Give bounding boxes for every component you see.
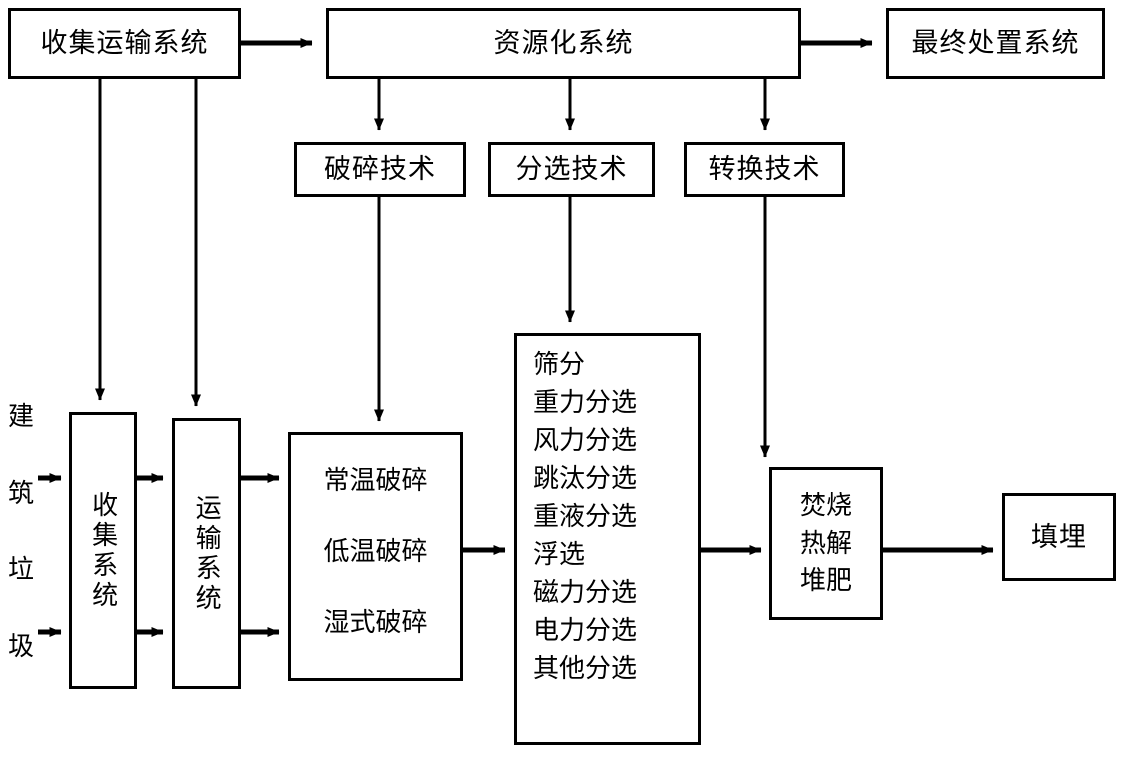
sorting-method-item: 筛分 (533, 350, 586, 379)
node-collection-system[interactable]: 收集系统 (69, 412, 137, 689)
node-sorting-technology-label: 分选技术 (515, 154, 628, 185)
treatment-item: 堆肥 (799, 566, 852, 596)
treatment-item: 热解 (799, 528, 852, 558)
sorting-method-item: 其他分选 (533, 653, 638, 683)
source-label-construction-waste: 建 筑 垃 圾 (6, 404, 36, 660)
node-landfill[interactable]: 填埋 (1002, 493, 1116, 581)
source-label-char-1: 筑 (7, 478, 34, 508)
source-label-char-3: 圾 (7, 631, 34, 661)
sorting-method-item: 跳汰分选 (533, 463, 638, 493)
node-thermal-treatment[interactable]: 焚烧 热解 堆肥 (769, 467, 883, 620)
node-final-disposal-system-label: 最终处置系统 (911, 28, 1080, 59)
sorting-method-item: 电力分选 (533, 615, 638, 645)
node-conversion-technology[interactable]: 转换技术 (684, 142, 845, 197)
node-crushing-methods[interactable]: 常温破碎 低温破碎 湿式破碎 (288, 432, 463, 681)
crushing-method-item: 湿式破碎 (323, 608, 428, 637)
node-transport-system-label: 运输系统 (192, 493, 222, 614)
node-collection-transport-system-label: 收集运输系统 (40, 28, 209, 59)
node-collection-system-label: 收集系统 (88, 490, 118, 611)
node-crushing-technology[interactable]: 破碎技术 (294, 142, 466, 197)
node-landfill-label: 填埋 (1031, 521, 1087, 552)
crushing-method-item: 常温破碎 (323, 466, 428, 495)
thermal-treatment-list: 焚烧 热解 堆肥 (800, 489, 852, 598)
sorting-method-item: 磁力分选 (533, 577, 638, 607)
treatment-item: 焚烧 (799, 490, 852, 520)
node-sorting-technology[interactable]: 分选技术 (488, 142, 655, 197)
sorting-methods-list: 筛分 重力分选 风力分选 跳汰分选 重液分选 浮选 磁力分选 电力分选 其他分选 (517, 346, 637, 688)
sorting-method-item: 重力分选 (533, 387, 638, 417)
node-resource-system-label: 资源化系统 (493, 28, 634, 59)
sorting-method-item: 浮选 (533, 539, 586, 569)
sorting-method-item: 重液分选 (533, 501, 638, 531)
crushing-method-item: 低温破碎 (323, 537, 428, 566)
node-resource-system[interactable]: 资源化系统 (326, 8, 801, 79)
node-collection-transport-system[interactable]: 收集运输系统 (8, 8, 241, 79)
crushing-methods-list: 常温破碎 低温破碎 湿式破碎 (291, 435, 460, 678)
source-label-char-2: 垃 (7, 555, 34, 585)
node-sorting-methods[interactable]: 筛分 重力分选 风力分选 跳汰分选 重液分选 浮选 磁力分选 电力分选 其他分选 (514, 333, 701, 745)
node-final-disposal-system[interactable]: 最终处置系统 (886, 8, 1105, 79)
source-label-char-0: 建 (7, 402, 34, 431)
node-conversion-technology-label: 转换技术 (708, 154, 821, 185)
sorting-method-item: 风力分选 (533, 425, 638, 455)
node-transport-system[interactable]: 运输系统 (172, 418, 241, 689)
node-crushing-technology-label: 破碎技术 (324, 154, 436, 185)
